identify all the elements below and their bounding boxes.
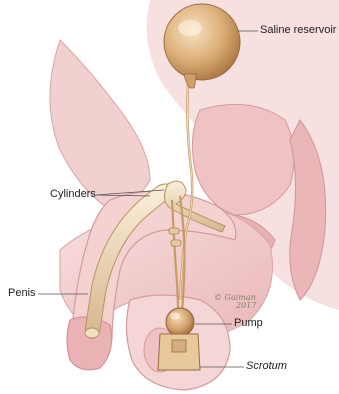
signature-year: 2017 (214, 301, 256, 310)
artist-signature: © Gaiman 2017 (214, 294, 256, 310)
pump-bulb (166, 308, 194, 336)
label-penis: Penis (8, 287, 36, 300)
pump-highlight (170, 313, 180, 320)
cylinder-tip (85, 328, 99, 338)
saline-reservoir (164, 4, 240, 80)
label-cylinders: Cylinders (50, 188, 96, 201)
tube-connector (169, 228, 179, 234)
reservoir-highlight (178, 20, 202, 36)
pelvic-bone (50, 40, 150, 210)
bladder (192, 104, 294, 215)
pump-valve-slot (172, 340, 186, 352)
label-pump: Pump (234, 317, 263, 330)
label-scrotum: Scrotum (246, 360, 287, 373)
label-saline-reservoir: Saline reservoir (260, 24, 336, 37)
tube-connector (171, 240, 181, 246)
